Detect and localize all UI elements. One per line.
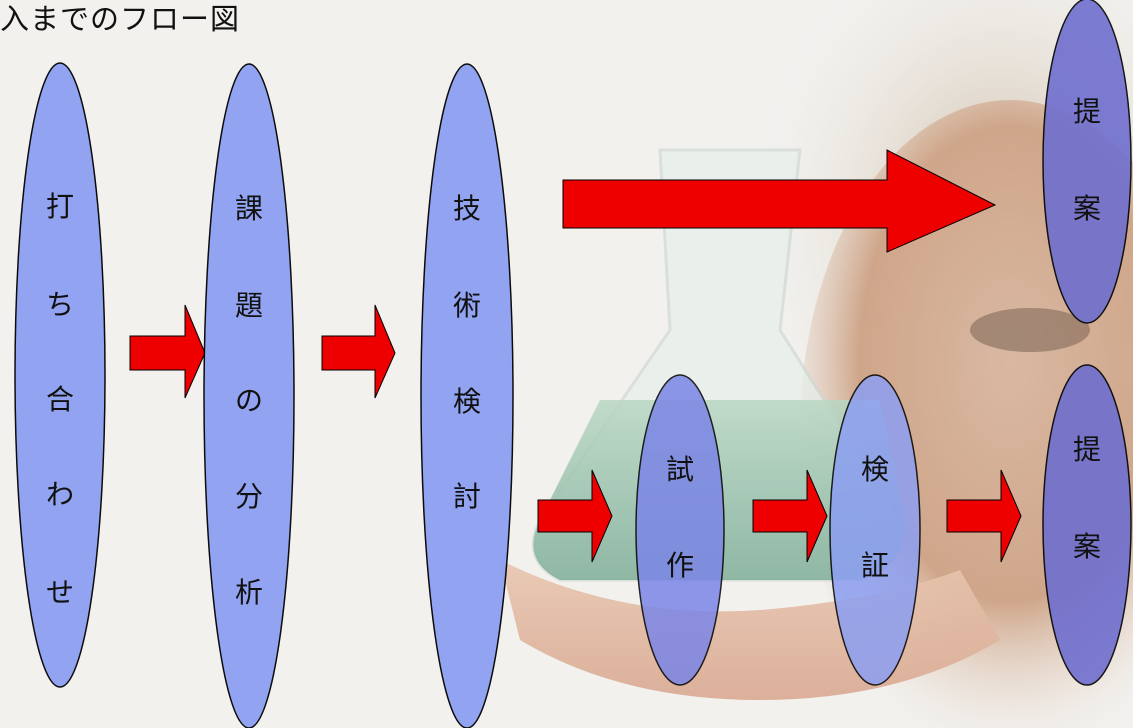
label-char: の: [234, 384, 263, 417]
node-kensho: [829, 374, 921, 686]
label-char: わ: [45, 478, 74, 511]
label-char: ち: [45, 288, 74, 321]
label-char: 案: [1072, 192, 1101, 225]
label-char: せ: [45, 576, 74, 609]
label-char: 案: [1072, 530, 1101, 563]
label-char: 分: [234, 480, 263, 513]
node-gijutsu: [420, 63, 514, 728]
label-char: 検: [860, 453, 889, 486]
label-char: 課: [234, 192, 263, 225]
label-char: 証: [860, 549, 889, 582]
label-char: 術: [452, 289, 481, 322]
label-char: 検: [452, 385, 481, 418]
label-uchiawase: 打 ち 合 わ せ: [35, 193, 85, 607]
label-shisaku: 試 作: [655, 456, 705, 580]
node-shisaku: [635, 374, 725, 686]
arrow-uchiawase-to-kadai: [129, 304, 206, 399]
label-char: 技: [452, 192, 481, 225]
arrow-gijutsu-to-teian-top: [562, 149, 997, 253]
arrow-gijutsu-to-shisaku: [537, 469, 613, 563]
label-char: 合: [45, 383, 74, 416]
label-char: 析: [234, 576, 263, 609]
label-kadai: 課 題 の 分 析: [224, 195, 274, 607]
arrow-kadai-to-gijutsu: [321, 304, 396, 399]
label-char: 試: [665, 453, 694, 486]
node-teian-top: [1042, 0, 1132, 324]
node-teian-bottom: [1042, 364, 1132, 686]
arrow-shisaku-to-kensho: [752, 469, 828, 563]
label-char: 討: [452, 480, 481, 513]
label-char: 題: [234, 289, 263, 322]
label-gijutsu: 技 術 検 討: [442, 195, 492, 511]
label-char: 作: [665, 549, 694, 582]
label-char: 提: [1072, 95, 1101, 128]
node-uchiawase: [14, 62, 106, 688]
page-title: 入までのフロー図: [0, 2, 241, 36]
arrow-kensho-to-teian-bottom: [946, 469, 1022, 563]
label-teian-bottom: 提 案: [1062, 436, 1112, 561]
node-kadai: [203, 63, 295, 728]
label-char: 打: [45, 190, 74, 223]
label-kensho: 検 証: [850, 456, 900, 580]
label-char: 提: [1072, 433, 1101, 466]
label-teian-top: 提 案: [1062, 98, 1112, 223]
